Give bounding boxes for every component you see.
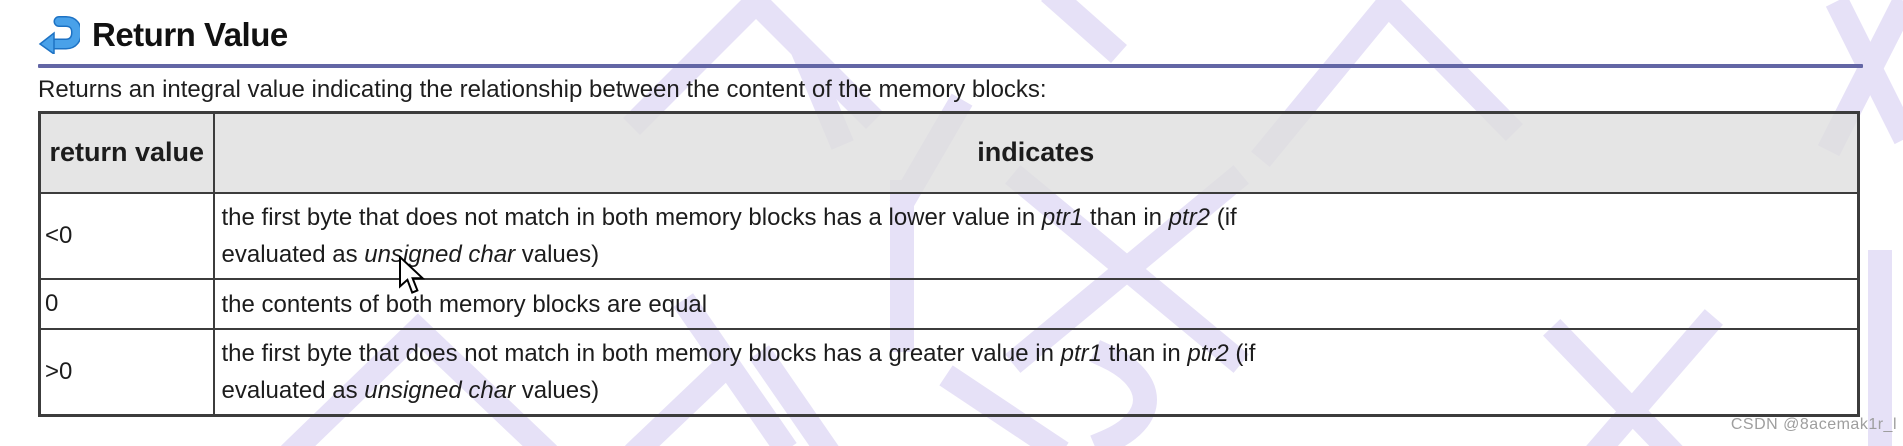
return-value-cell: 0 [38,278,215,330]
return-value-section: Return Value Returns an integral value i… [38,14,1863,417]
table-row: <0 the first byte that does not match in… [38,192,1860,280]
column-header-return-value: return value [38,111,215,194]
intro-text: Returns an integral value indicating the… [38,76,1047,103]
table-row: 0 the contents of both memory blocks are… [38,278,1860,330]
return-value-cell: <0 [38,192,215,280]
page-title: Return Value [92,16,288,53]
return-value-table: return value indicates <0 the first byte… [38,111,1860,417]
table-row: >0 the first byte that does not match in… [38,328,1860,417]
indicates-cell: the first byte that does not match in bo… [212,328,1860,417]
section-heading: Return Value [38,14,1863,56]
table-header-row: return value indicates [38,111,1860,194]
indicates-cell: the first byte that does not match in bo… [212,192,1860,280]
section-divider [38,64,1863,68]
indicates-cell: the contents of both memory blocks are e… [212,278,1860,330]
watermark-credit: CSDN @8acemak1r_l [1730,416,1897,433]
return-arrow-icon [38,16,80,54]
return-value-cell: >0 [38,328,215,417]
column-header-indicates: indicates [212,111,1860,194]
